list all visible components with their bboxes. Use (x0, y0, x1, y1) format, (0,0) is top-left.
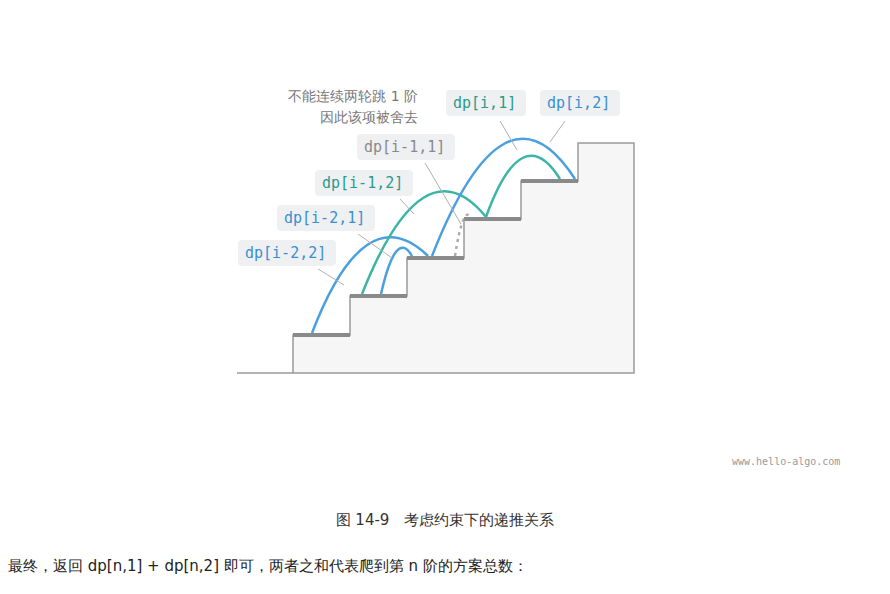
node-text: dp[i-1,1] (364, 138, 445, 156)
node-text: dp[i-2,1] (284, 209, 365, 227)
body-text: 最终，返回 dp[n,1] + dp[n,2] 即可，两者之和代表爬到第 n 阶… (8, 557, 528, 576)
formula-tag: dp[i-1,1] (357, 134, 455, 160)
node-text: dp[i-2,2] (245, 244, 326, 262)
node-text: dp[i,1] (453, 94, 516, 112)
formula-tag: dp[i-1,2] (315, 170, 413, 196)
figure-caption: 图 14-9 考虑约束下的递推关系 (0, 511, 890, 530)
formula-tag: dp[i,2] (540, 90, 620, 116)
node-text: dp[i,2] (547, 94, 610, 112)
formula-tag: dp[i-2,2] (238, 240, 336, 266)
node-text: dp[i-1,2] (322, 174, 403, 192)
watermark: www.hello-algo.com (732, 456, 840, 467)
formula-tag: dp[i,1] (446, 90, 526, 116)
jump-arcs (312, 139, 575, 333)
formula-tag: dp[i-2,1] (277, 205, 375, 231)
note-text: 不能连续两轮跳 1 阶 因此该项被舍去 (278, 86, 418, 128)
leader-lines (318, 121, 565, 285)
